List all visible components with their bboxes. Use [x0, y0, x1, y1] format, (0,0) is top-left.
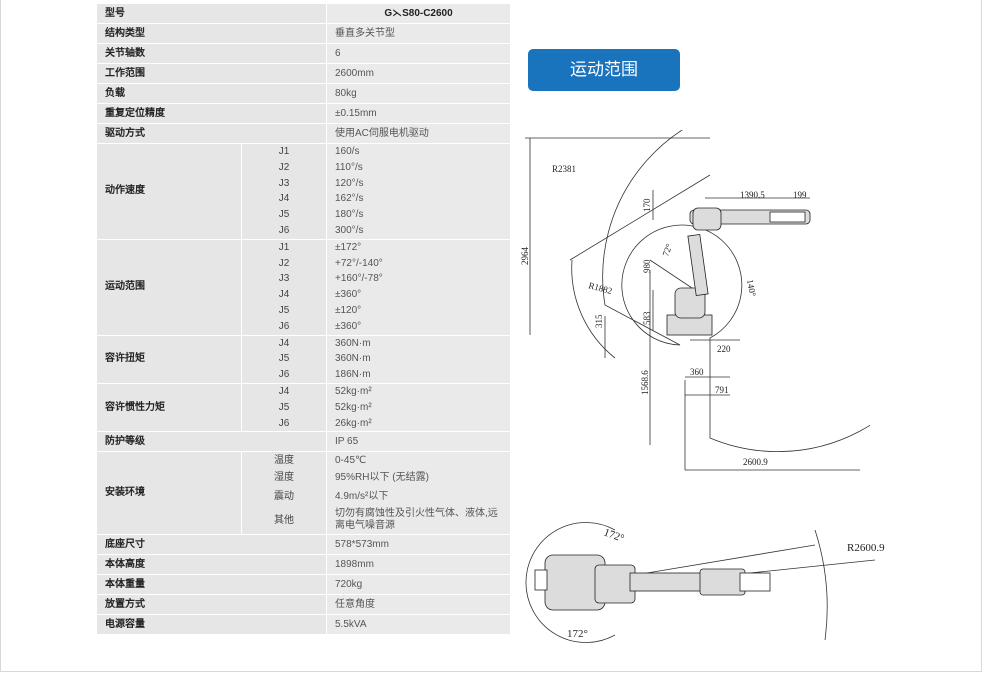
label-h980: 980	[642, 259, 652, 273]
row-label: 负载	[96, 83, 327, 104]
row-label: 电源容量	[96, 614, 327, 636]
side-view-diagram: R2381 1390.5 199 170 72° 980 140° 2964 R…	[520, 130, 870, 471]
dim-line	[649, 259, 696, 291]
row-label: 结构类型	[96, 23, 327, 44]
row-value: 任意角度	[326, 594, 511, 616]
top-view-diagram: 172° 172° R2600.9	[525, 522, 885, 643]
envelope-outer	[602, 130, 870, 452]
protection-label: 防护等级	[96, 431, 327, 453]
range-values: ±172°+72°/-140°+160°/-78°±360°±120°±360°	[326, 238, 511, 336]
row-label: 本体高度	[96, 554, 327, 576]
row-value: 1898mm	[326, 554, 511, 576]
row-label: 驱动方式	[96, 123, 327, 144]
row-label: 工作范围	[96, 63, 327, 84]
row-value: ±0.15mm	[326, 103, 511, 124]
torque-label: 容许扭矩	[96, 334, 242, 384]
row-value: 720kg	[326, 574, 511, 596]
row-label: 重复定位精度	[96, 103, 327, 124]
label-w791: 791	[715, 385, 729, 395]
label-a140: 140°	[745, 279, 758, 298]
row-label: 本体重量	[96, 574, 327, 596]
row-label: 关节轴数	[96, 43, 327, 64]
reach-arc	[814, 529, 828, 641]
label-w220: 220	[717, 344, 731, 354]
row-value: 5.5kVA	[326, 614, 511, 636]
row-value: 2600mm	[326, 63, 511, 84]
label-h315: 315	[594, 314, 604, 328]
env-values: 0-45℃ 95%RH以下 (无结露) 4.9m/s²以下 切勿有腐蚀性及引火性…	[326, 451, 511, 536]
envelope-inner	[571, 259, 616, 359]
range-label: 运动范围	[96, 238, 242, 336]
label-a2: 172°	[567, 628, 588, 640]
protection-value: IP 65	[326, 431, 511, 453]
model-value: G⋋S80-C2600	[326, 3, 511, 24]
label-r-outer: R2381	[552, 164, 576, 174]
label-w2600: 2600.9	[743, 457, 768, 467]
label-d1: 1390.5	[740, 190, 765, 200]
label-w360: 360	[690, 367, 704, 377]
model-label: 型号	[96, 3, 327, 24]
row-value: 垂直多关节型	[326, 23, 511, 44]
envelope-line	[569, 174, 711, 261]
label-h170: 170	[642, 198, 652, 212]
reach-line-top	[634, 544, 816, 576]
row-value: 6	[326, 43, 511, 64]
robot-top	[534, 554, 771, 611]
label-h583: 583	[642, 311, 652, 325]
label-a1: 172°	[602, 527, 626, 545]
label-r: R2600.9	[847, 542, 885, 554]
label-h1568: 1568.6	[640, 370, 650, 395]
label-a72: 72°	[660, 242, 674, 258]
robot-side	[666, 207, 811, 336]
motion-range-button[interactable]: 运动范围	[528, 49, 680, 91]
row-value: 80kg	[326, 83, 511, 104]
row-value: 578*573mm	[326, 534, 511, 556]
row-value: 使用AC伺服电机驱动	[326, 123, 511, 144]
env-label: 安装环境	[96, 451, 242, 536]
label-h2964: 2964	[520, 247, 530, 266]
label-d2: 199	[793, 190, 807, 200]
row-label: 放置方式	[96, 594, 327, 616]
rotation-arc	[525, 522, 616, 643]
speed-label: 动作速度	[96, 143, 242, 240]
inertia-label: 容许惯性力矩	[96, 382, 242, 433]
env-keys: 温度 湿度 震动 其他	[241, 451, 327, 536]
label-r-inner: R1882	[587, 280, 613, 296]
row-label: 底座尺寸	[96, 534, 327, 556]
